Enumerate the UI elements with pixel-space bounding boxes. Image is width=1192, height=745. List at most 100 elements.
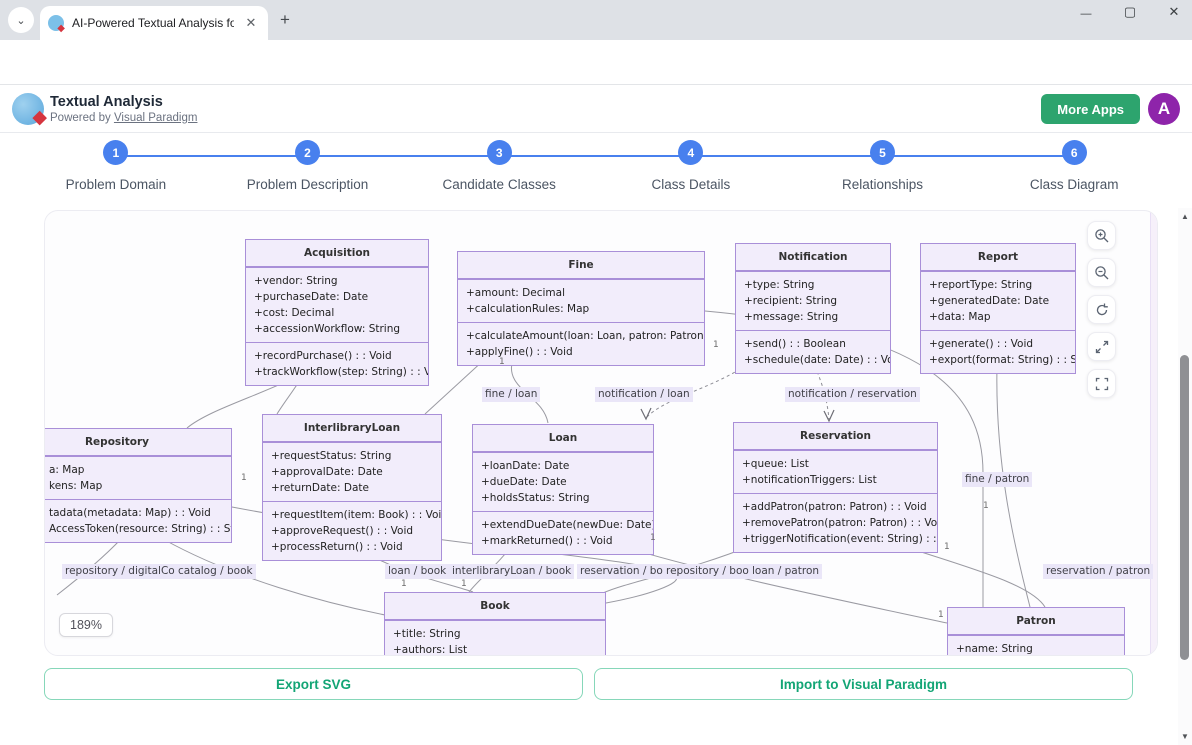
- uml-class-interlibrary-loan[interactable]: InterlibraryLoan +requestStatus: String +a…: [262, 414, 442, 561]
- class-methods: +requestItem(item: Book) : : Void+approv…: [263, 501, 441, 560]
- class-attributes: +amount: Decimal+calculationRules: Map: [458, 279, 704, 322]
- class-name: Patron: [948, 608, 1124, 635]
- attribute-row: +cost: Decimal: [254, 307, 335, 319]
- tab-close-icon[interactable]: ✕: [245, 15, 257, 30]
- class-attributes: +name: String: [948, 635, 1124, 655]
- class-name: Acquisition: [246, 240, 428, 267]
- step-label: Problem Domain: [65, 177, 167, 192]
- tab-search-chevron-icon[interactable]: ⌄: [8, 7, 34, 33]
- step-number: 1: [103, 140, 129, 165]
- step-label: Candidate Classes: [442, 177, 556, 192]
- class-attributes: +reportType: String+generatedDate: Date+…: [921, 271, 1075, 330]
- method-row: +removePatron(patron: Patron) : : Void: [742, 517, 937, 529]
- edge-label: repository / digitalCopy: [62, 564, 191, 579]
- attribute-row: +purchaseDate: Date: [254, 291, 369, 303]
- edge-label: loan / patron: [749, 564, 823, 579]
- method-row: +trackWorkflow(step: String) : : Void: [254, 366, 428, 378]
- attribute-row: +notificationTriggers: List: [742, 474, 877, 486]
- class-name: Notification: [736, 244, 890, 271]
- more-apps-button[interactable]: More Apps: [1041, 94, 1140, 124]
- edge-label: fine / loan: [482, 387, 541, 402]
- step-label: Relationships: [842, 177, 924, 192]
- class-name: Fine: [458, 252, 704, 279]
- edge-label: interlibraryLoan / book: [449, 564, 575, 579]
- attribute-row: +approvalDate: Date: [271, 466, 383, 478]
- step-number: 6: [1061, 140, 1087, 165]
- class-methods: +recordPurchase() : : Void +trackWorkflow…: [246, 342, 428, 385]
- visual-paradigm-favicon-icon: [48, 15, 65, 34]
- uml-class-notification[interactable]: Notification+type: String+recipient: Str…: [735, 243, 891, 374]
- attribute-row: +message: String: [744, 311, 839, 323]
- step-label: Class Diagram: [1029, 177, 1119, 192]
- window-maximize-button[interactable]: ▢: [1123, 4, 1137, 19]
- fit-to-screen-button[interactable]: [1087, 332, 1116, 361]
- app-header: Textual Analysis Powered by Visual Parad…: [0, 85, 1192, 133]
- multiplicity-label: 1: [650, 533, 656, 543]
- class-name: Loan: [473, 425, 653, 452]
- attribute-row: +recipient: String: [744, 295, 838, 307]
- app-title: Textual Analysis: [50, 94, 163, 110]
- class-methods: +calculateAmount(loan: Loan, patron: Pat…: [458, 322, 704, 365]
- method-row: +approveRequest() : : Void: [271, 525, 414, 537]
- method-row: +recordPurchase() : : Void: [254, 350, 392, 362]
- step-label: Problem Description: [246, 177, 369, 192]
- export-svg-button[interactable]: Export SVG: [44, 668, 583, 700]
- zoom-out-button[interactable]: [1087, 258, 1116, 287]
- attribute-row: +vendor: String: [254, 275, 338, 287]
- edge-label: repository / book: [663, 564, 758, 579]
- uml-class-loan[interactable]: Loan+loanDate: Date+dueDate: Date+holdsS…: [472, 424, 654, 555]
- uml-class-fine[interactable]: Fine+amount: Decimal+calculationRules: M…: [457, 251, 705, 366]
- diagram-canvas[interactable]: Acquisition +vendor: String +purchaseDate:…: [44, 210, 1158, 656]
- page-scrollbar[interactable]: ▲ ▼: [1178, 208, 1192, 745]
- fullscreen-button[interactable]: [1087, 369, 1116, 398]
- scroll-up-icon[interactable]: ▲: [1181, 212, 1189, 221]
- scroll-down-icon[interactable]: ▼: [1181, 732, 1189, 741]
- multiplicity-label: 1: [241, 473, 247, 483]
- uml-class-acquisition[interactable]: Acquisition +vendor: String +purchaseDate:…: [245, 239, 429, 386]
- user-avatar[interactable]: A: [1148, 93, 1180, 125]
- browser-toolbar: ← → ⟳ ai-toolbox.visual-paradigm.com/app…: [0, 40, 1192, 119]
- browser-tab[interactable]: AI-Powered Textual Analysis for ✕: [40, 6, 268, 40]
- zoom-level-badge: 189%: [59, 613, 113, 637]
- scrollbar-thumb[interactable]: [1180, 355, 1189, 660]
- multiplicity-label: 1: [713, 340, 719, 350]
- class-name: InterlibraryLoan: [263, 415, 441, 442]
- method-row: +extendDueDate(newDue: Date) : : Void: [481, 519, 653, 531]
- uml-class-book[interactable]: Book+title: String+authors: List: [384, 592, 606, 655]
- multiplicity-label: 1: [461, 579, 467, 589]
- visual-paradigm-logo-icon: [12, 93, 47, 129]
- uml-class-reservation[interactable]: Reservation+queue: List+notificationTrig…: [733, 422, 938, 553]
- new-tab-button[interactable]: +: [280, 10, 290, 29]
- attribute-row: +requestStatus: String: [271, 450, 392, 462]
- import-visual-paradigm-button[interactable]: Import to Visual Paradigm: [594, 668, 1133, 700]
- reset-view-button[interactable]: [1087, 295, 1116, 324]
- powered-prefix: Powered by: [50, 112, 114, 124]
- method-row: +addPatron(patron: Patron) : : Void: [742, 501, 927, 513]
- step-number: 4: [678, 140, 704, 165]
- window-minimize-button[interactable]: —: [1080, 8, 1092, 20]
- method-row: +export(format: String) : : String: [929, 354, 1075, 366]
- uml-class-report[interactable]: Report+reportType: String+generatedDate:…: [920, 243, 1076, 374]
- attribute-row: +holdsStatus: String: [481, 492, 590, 504]
- attribute-row: +returnDate: Date: [271, 482, 369, 494]
- method-row: +schedule(date: Date) : : Void: [744, 354, 890, 366]
- visual-paradigm-link[interactable]: Visual Paradigm: [113, 112, 198, 124]
- step-number: 2: [295, 140, 320, 165]
- uml-class-patron[interactable]: Patron+name: String: [947, 607, 1125, 655]
- attribute-row: +calculationRules: Map: [466, 303, 590, 315]
- class-name: Repository: [45, 429, 231, 456]
- zoom-in-button[interactable]: [1087, 221, 1116, 250]
- method-row: tadata(metadata: Map) : : Void: [49, 507, 211, 519]
- window-close-button[interactable]: ✕: [1168, 4, 1180, 19]
